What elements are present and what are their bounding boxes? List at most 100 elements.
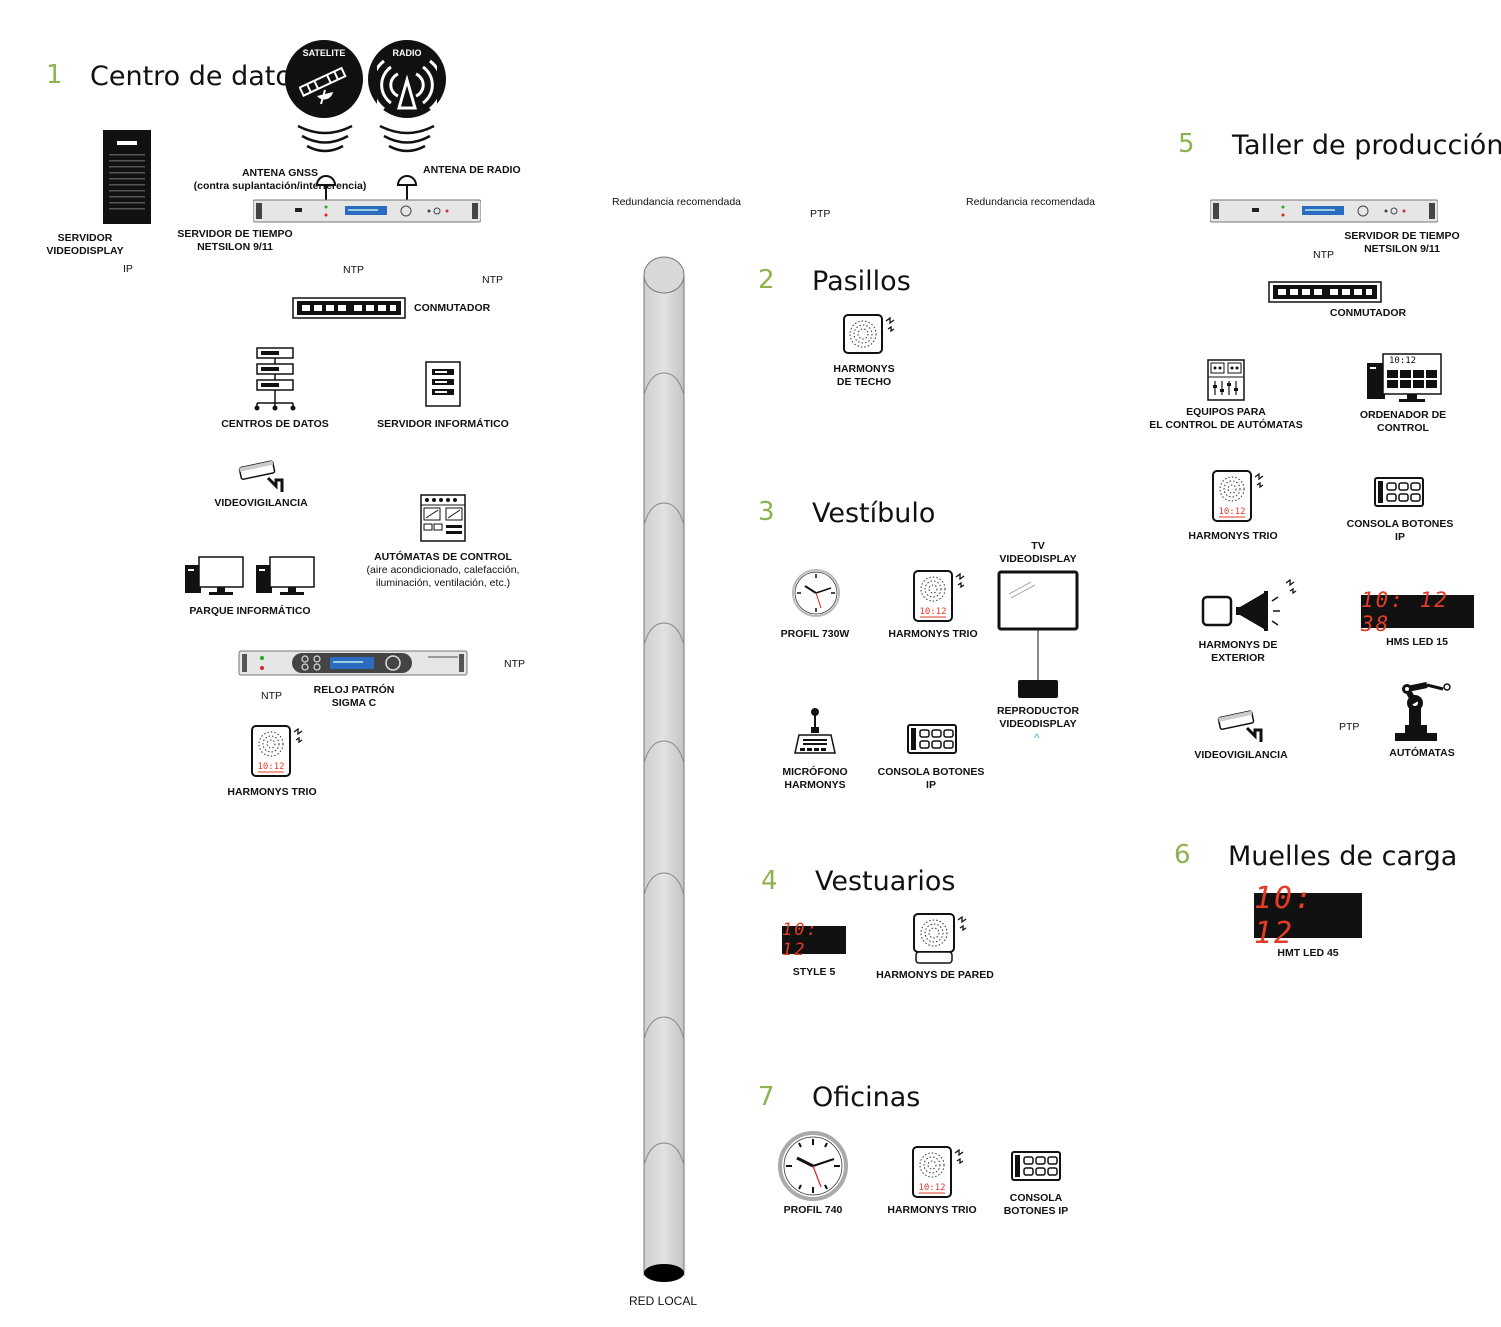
workshop-switch-label: CONMUTADOR bbox=[1329, 307, 1407, 319]
satellite-badge-label: SATELITE bbox=[302, 48, 346, 58]
harmonys-trio-label: HARMONYS TRIO bbox=[227, 786, 317, 798]
netsilon-time-server-icon bbox=[253, 199, 481, 223]
tv-videodisplay-icon bbox=[997, 570, 1079, 698]
section-5-title: Taller de producción bbox=[1232, 130, 1501, 161]
style-5-led-clock: 10: 12 bbox=[782, 920, 846, 960]
switch-label: CONMUTADOR bbox=[414, 302, 491, 314]
radio-signal-waves-icon bbox=[379, 124, 435, 153]
industrial-robot-icon bbox=[1395, 682, 1451, 741]
sigma-c-master-clock-icon bbox=[238, 650, 468, 676]
redundancy-left-label: Redundancia recomendada bbox=[612, 196, 742, 208]
ip-button-console-workshop-icon bbox=[1374, 477, 1424, 507]
network-switch-icon bbox=[292, 297, 406, 319]
gnss-antenna-icon bbox=[315, 175, 337, 201]
workshop-switch-icon bbox=[1268, 281, 1382, 303]
ptp-link-label: PTP bbox=[810, 208, 831, 220]
videodisplay-server-icon bbox=[103, 130, 151, 224]
radio-antenna-label: ANTENA DE RADIO bbox=[423, 164, 521, 176]
chevron-up-icon: ^ bbox=[1034, 731, 1040, 745]
cctv-label: VIDEOVIGILANCIA bbox=[214, 497, 308, 509]
harmonys-trio-lobby-display: 10:12 bbox=[919, 607, 947, 617]
local-network-cable-icon bbox=[643, 256, 685, 1282]
satellite-badge: SATELITE bbox=[285, 40, 363, 118]
harmonys-trio-display: 10:12 bbox=[257, 762, 285, 772]
hms-led-15-label: HMS LED 15 bbox=[1386, 636, 1448, 648]
style-5-label: STYLE 5 bbox=[792, 966, 836, 978]
workshop-cctv-label: VIDEOVIGILANCIA bbox=[1194, 749, 1288, 761]
section-2-title: Pasillos bbox=[812, 266, 911, 297]
it-server-icon bbox=[425, 361, 461, 407]
harmonys-trio-workshop-display: 10:12 bbox=[1218, 507, 1246, 517]
section-2-number: 2 bbox=[758, 265, 775, 295]
section-7-number: 7 bbox=[758, 1082, 775, 1112]
harmonys-ceiling-speaker-icon bbox=[843, 314, 895, 354]
radio-tower-icon bbox=[377, 59, 437, 111]
workshop-cctv-camera-icon bbox=[1217, 710, 1263, 742]
ntp-link-label-3: NTP bbox=[504, 658, 525, 670]
harmonys-trio-office-display: 10:12 bbox=[918, 1183, 946, 1193]
satellite-signal-waves-icon bbox=[297, 124, 353, 153]
local-network-label: RED LOCAL bbox=[628, 1294, 698, 1308]
section-1-number: 1 bbox=[46, 60, 63, 90]
harmonys-wall-speaker-icon bbox=[913, 913, 967, 964]
section-7-title: Oficinas bbox=[812, 1082, 921, 1113]
section-3-number: 3 bbox=[758, 497, 775, 527]
profil-740-clock-icon bbox=[778, 1131, 848, 1201]
it-park-computers-icon bbox=[185, 556, 315, 595]
workshop-ntp-label: NTP bbox=[1313, 249, 1334, 261]
section-3-title: Vestíbulo bbox=[812, 498, 936, 529]
radio-antenna-icon bbox=[396, 175, 418, 201]
ip-button-console-office-icon bbox=[1011, 1151, 1061, 1181]
plc-equipment-icon bbox=[1207, 359, 1245, 401]
harmonys-trio-speaker-icon bbox=[251, 725, 303, 777]
harmonys-trio-workshop-label: HARMONYS TRIO bbox=[1188, 530, 1278, 542]
industrial-robot-label: AUTÓMATAS bbox=[1389, 747, 1455, 759]
section-1-title: Centro de datos bbox=[90, 61, 306, 92]
redundancy-right-label: Redundancia recomendada bbox=[966, 196, 1096, 208]
control-computer-icon bbox=[1367, 353, 1442, 402]
radio-badge-label: RADIO bbox=[392, 48, 422, 58]
ntp-link-label-1: NTP bbox=[343, 264, 364, 276]
harmonys-microphone-icon bbox=[794, 708, 836, 754]
ip-link-label: IP bbox=[123, 263, 133, 275]
radio-badge: RADIO bbox=[368, 40, 446, 118]
ntp-link-label-4: NTP bbox=[261, 690, 282, 702]
control-automata-icon bbox=[420, 494, 466, 542]
data-centers-icon bbox=[254, 347, 296, 411]
control-automata-label: AUTÓMATAS DE CONTROL (aire acondicionado… bbox=[366, 551, 520, 589]
control-computer-screen-time: 10:12 bbox=[1389, 356, 1417, 366]
hms-led-15-clock: 10: 12 38 bbox=[1361, 588, 1474, 636]
profil-740-label: PROFIL 740 bbox=[783, 1204, 843, 1216]
data-centers-label: CENTROS DE DATOS bbox=[221, 418, 329, 430]
it-park-label: PARQUE INFORMÁTICO bbox=[189, 605, 311, 617]
section-5-number: 5 bbox=[1178, 129, 1195, 159]
workshop-ptp-label: PTP bbox=[1339, 721, 1360, 733]
it-server-label: SERVIDOR INFORMÁTICO bbox=[377, 418, 509, 430]
section-6-title: Muelles de carga bbox=[1228, 841, 1458, 872]
harmonys-trio-office-icon bbox=[912, 1146, 964, 1198]
profil-730w-clock-icon bbox=[792, 569, 840, 617]
satellite-icon bbox=[299, 66, 347, 105]
harmonys-outdoor-horn-icon bbox=[1201, 578, 1297, 631]
harmonys-trio-office-label: HARMONYS TRIO bbox=[887, 1204, 977, 1216]
harmonys-wall-label: HARMONYS DE PARED bbox=[876, 969, 994, 981]
section-4-title: Vestuarios bbox=[815, 866, 956, 897]
profil-730w-label: PROFIL 730W bbox=[780, 628, 850, 640]
cctv-camera-icon bbox=[238, 460, 284, 492]
workshop-netsilon-server-icon bbox=[1210, 199, 1438, 223]
harmonys-trio-lobby-label: HARMONYS TRIO bbox=[888, 628, 978, 640]
hmt-led-45-label: HMT LED 45 bbox=[1277, 947, 1339, 959]
